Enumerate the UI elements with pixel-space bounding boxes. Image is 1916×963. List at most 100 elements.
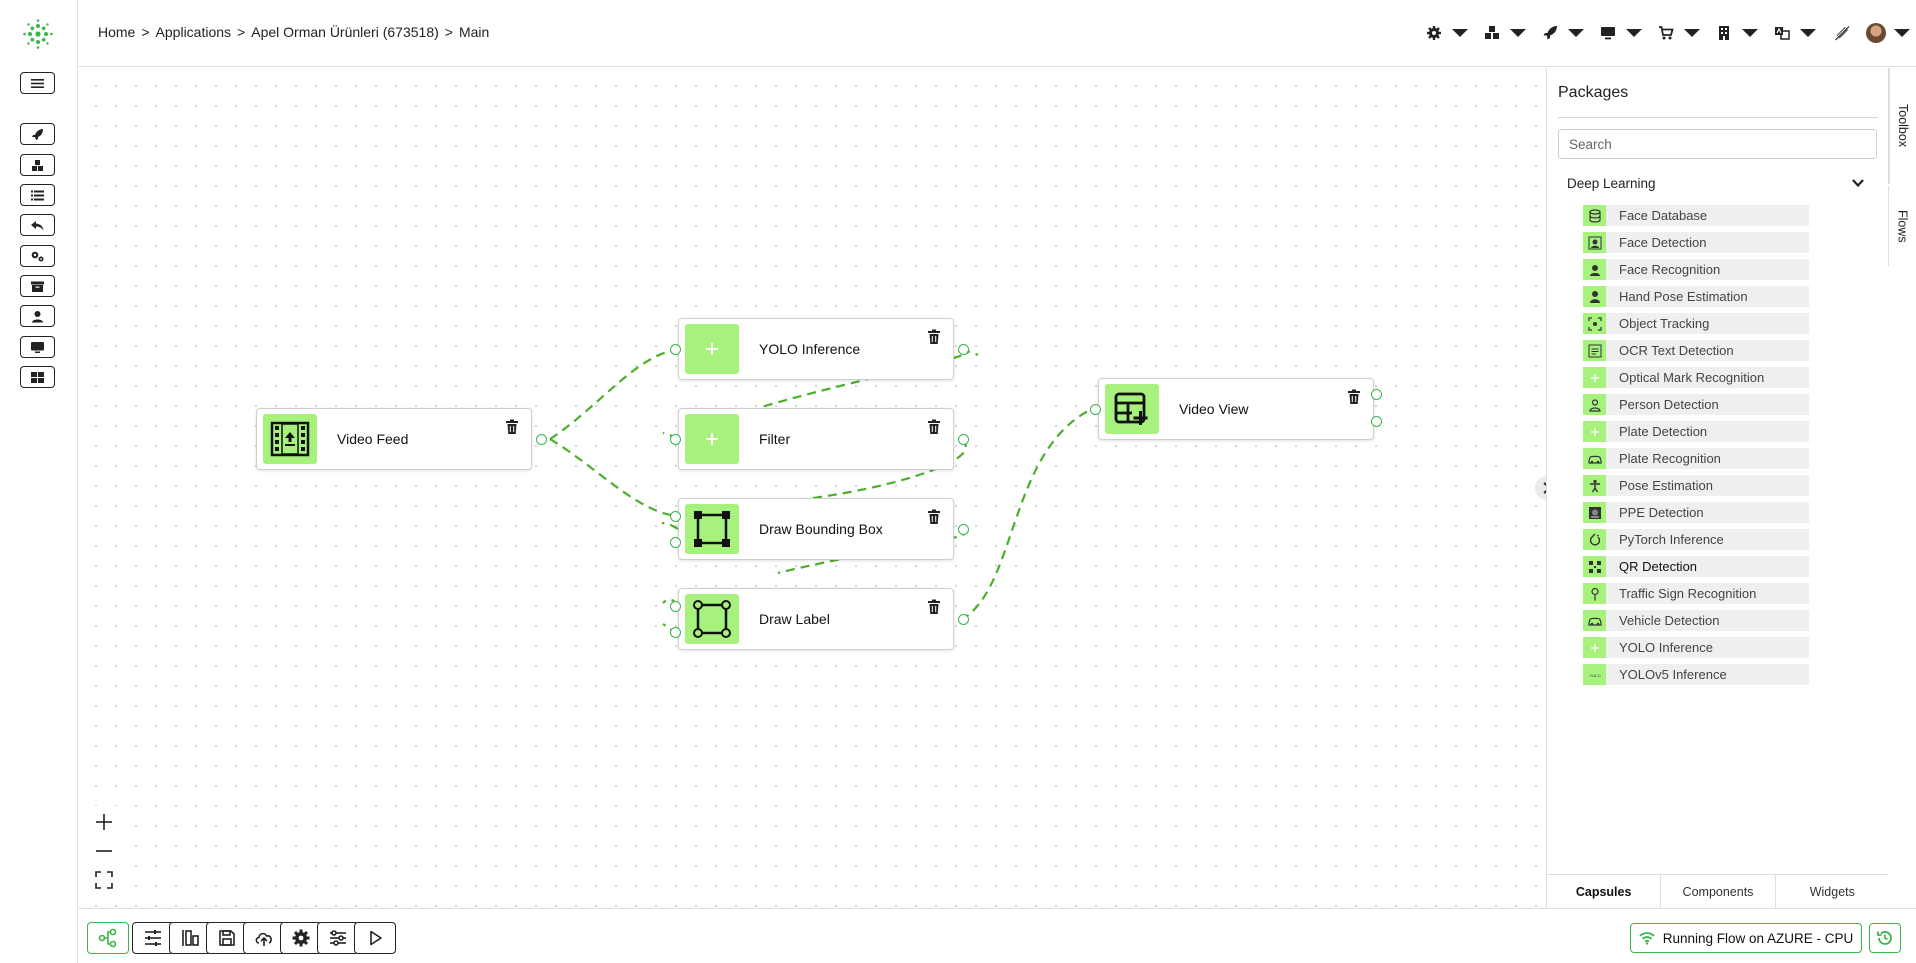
input-port[interactable] — [670, 344, 681, 355]
sidebar-item-packages[interactable] — [20, 154, 55, 176]
package-item[interactable]: Pose Estimation — [1583, 475, 1809, 496]
store-menu[interactable] — [1650, 20, 1708, 46]
deploy-menu[interactable] — [1534, 20, 1592, 46]
trash-icon[interactable] — [1347, 389, 1361, 405]
sidebar-item-list[interactable] — [20, 184, 55, 206]
sidebar-item-undo[interactable] — [20, 214, 55, 236]
align-icon — [182, 930, 199, 946]
input-port[interactable] — [670, 511, 681, 522]
node-icon-bg — [263, 414, 317, 464]
fit-view-button[interactable] — [90, 866, 118, 894]
sidebar-item-users[interactable] — [20, 305, 55, 327]
input-port[interactable] — [1090, 404, 1101, 415]
tab-capsules[interactable]: Capsules — [1575, 884, 1632, 899]
trash-icon[interactable] — [927, 419, 941, 435]
output-port[interactable] — [958, 344, 969, 355]
breadcrumb-applications[interactable]: Applications — [155, 24, 232, 40]
package-item[interactable]: Optical Mark Recognition — [1583, 367, 1809, 388]
package-item[interactable]: Face Detection — [1583, 232, 1809, 253]
package-item[interactable]: Traffic Sign Recognition — [1583, 583, 1809, 604]
sidebar-item-settings[interactable] — [20, 245, 55, 267]
zoom-out-button[interactable] — [90, 837, 118, 865]
sidebar-item-deploy[interactable] — [20, 123, 55, 145]
package-item[interactable]: PyTorch Inference — [1583, 529, 1809, 550]
package-item[interactable]: Hand Pose Estimation — [1583, 286, 1809, 307]
node-icon-bg — [685, 414, 739, 464]
package-item[interactable]: Face Database — [1583, 205, 1809, 226]
sidebar-item-dashboard[interactable] — [20, 366, 55, 388]
input-port[interactable] — [670, 627, 681, 638]
output-port[interactable] — [958, 614, 969, 625]
trash-icon[interactable] — [927, 599, 941, 615]
package-item[interactable]: Person Detection — [1583, 394, 1809, 415]
output-port[interactable] — [958, 524, 969, 535]
breadcrumb-home[interactable]: Home — [98, 24, 136, 40]
node-filter[interactable]: Filter — [670, 408, 969, 470]
package-item[interactable]: OCR Text Detection — [1583, 340, 1809, 361]
upload-button[interactable] — [243, 922, 285, 954]
app-logo-icon[interactable] — [22, 18, 54, 50]
chevron-down-icon[interactable] — [1852, 178, 1864, 188]
run-status-badge[interactable]: Running Flow on AZURE - CPU — [1630, 923, 1862, 953]
trash-icon[interactable] — [927, 329, 941, 345]
package-item[interactable]: Plate Detection — [1583, 421, 1809, 442]
node-label: Draw Label — [759, 611, 830, 627]
input-port[interactable] — [670, 537, 681, 548]
input-port[interactable] — [670, 434, 681, 445]
package-item[interactable]: Face Recognition — [1583, 259, 1809, 280]
search-input[interactable] — [1558, 129, 1877, 159]
parameters-button[interactable] — [132, 922, 174, 954]
tab-components[interactable]: Components — [1660, 875, 1774, 908]
tab-toolbox[interactable]: Toolbox — [1888, 68, 1916, 184]
output-port[interactable] — [958, 434, 969, 445]
organization-menu[interactable] — [1708, 20, 1766, 46]
settings-button[interactable] — [280, 922, 322, 954]
trash-icon[interactable] — [927, 509, 941, 525]
trash-icon[interactable] — [505, 419, 519, 435]
language-menu[interactable] — [1766, 20, 1824, 46]
sidebar-item-archive[interactable] — [20, 275, 55, 297]
top-actions — [1418, 20, 1916, 46]
tab-flows[interactable]: Flows — [1888, 186, 1916, 266]
package-item[interactable]: YOLO Inference — [1583, 637, 1809, 658]
packages-panel: Packages Deep Learning Face DatabaseFace… — [1546, 68, 1889, 908]
restart-button[interactable] — [1869, 923, 1901, 953]
category-title[interactable]: Deep Learning — [1567, 176, 1656, 191]
tab-widgets[interactable]: Widgets — [1774, 875, 1889, 908]
settings-menu[interactable] — [1418, 20, 1476, 46]
face-scan-icon — [1583, 232, 1606, 253]
flow-canvas[interactable]: Video Feed YOLO Inference Filter Draw Bo… — [78, 68, 1546, 908]
chevron-down-icon — [1684, 29, 1700, 37]
input-port[interactable] — [670, 601, 681, 612]
node-draw-bounding-box[interactable]: Draw Bounding Box — [670, 498, 969, 560]
notifications-toggle[interactable] — [1824, 20, 1860, 46]
output-port[interactable] — [1371, 416, 1382, 427]
zoom-in-button[interactable] — [90, 808, 118, 836]
cubes-icon — [32, 159, 43, 171]
node-video-view[interactable]: Video View — [1090, 378, 1382, 440]
output-port[interactable] — [536, 434, 547, 445]
user-menu[interactable] — [1860, 20, 1916, 46]
output-port[interactable] — [1371, 389, 1382, 400]
tab-toolbox-label: Toolbox — [1896, 104, 1910, 148]
node-draw-label[interactable]: Draw Label — [670, 588, 969, 650]
devices-menu[interactable] — [1592, 20, 1650, 46]
breadcrumb-application[interactable]: Apel Orman Ürünleri (673518) — [251, 24, 439, 40]
configuration-button[interactable] — [317, 922, 359, 954]
menu-toggle-button[interactable] — [20, 72, 55, 94]
package-item[interactable]: PPE Detection — [1583, 502, 1809, 523]
package-item[interactable]: QR Detection — [1583, 556, 1809, 577]
save-button[interactable] — [206, 922, 248, 954]
packages-menu[interactable] — [1476, 20, 1534, 46]
flow-editor-button[interactable] — [87, 922, 129, 954]
package-item[interactable]: Object Tracking — [1583, 313, 1809, 334]
package-item[interactable]: Plate Recognition — [1583, 448, 1809, 469]
run-button[interactable] — [354, 922, 396, 954]
layout-button[interactable] — [169, 922, 211, 954]
package-item[interactable]: Vehicle Detection — [1583, 610, 1809, 631]
edge-drawlabel-videoview — [960, 407, 1095, 621]
node-video-feed[interactable]: Video Feed — [256, 408, 547, 470]
sidebar-item-devices[interactable] — [20, 336, 55, 358]
node-yolo-inference[interactable]: YOLO Inference — [670, 318, 969, 380]
